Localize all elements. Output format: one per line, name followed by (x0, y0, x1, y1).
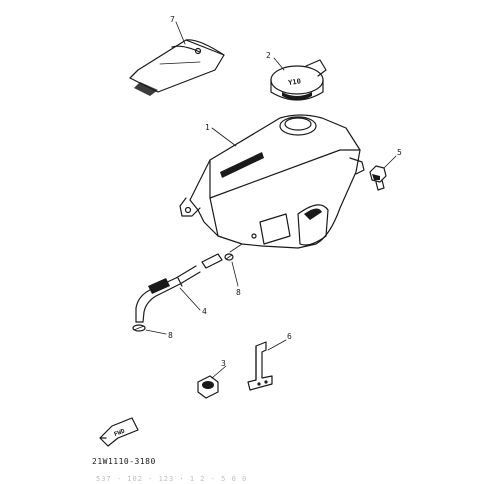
leader-line-6 (267, 339, 287, 351)
footer-faint-text: 537 - 102 · 123 · 1 2 · 5 0 0 (96, 475, 247, 483)
fwd-label: FWD (113, 427, 126, 438)
callout-8b: 8 (168, 331, 173, 340)
callout-3: 3 (221, 359, 226, 368)
callout-6: 6 (287, 332, 292, 341)
callout-7: 7 (170, 15, 175, 24)
cap-marking: Y10 (288, 77, 302, 87)
tank-part[interactable] (179, 114, 365, 253)
leader-line-3 (211, 365, 227, 379)
callout-8a: 8 (236, 288, 241, 297)
cap-part[interactable]: Y10 (270, 59, 327, 101)
leader-line-8b (145, 329, 167, 335)
leader-line-2 (273, 57, 285, 71)
forward-arrow-icon: FWD (99, 417, 139, 447)
leader-line-5 (383, 155, 397, 169)
callout-2: 2 (266, 51, 271, 60)
leader-line-4 (179, 287, 201, 311)
pad-part[interactable] (129, 39, 225, 96)
hose-part[interactable] (135, 253, 223, 323)
leader-line-8a (231, 261, 239, 287)
part-number: 21W1110-3180 (92, 457, 156, 466)
clip-lower-part[interactable] (132, 324, 146, 332)
grommet-part[interactable] (197, 375, 219, 399)
leader-line-1 (211, 127, 237, 147)
clip-upper-part[interactable] (224, 253, 234, 261)
bracket-part[interactable] (247, 341, 273, 391)
leader-line-7 (175, 21, 186, 45)
bolt-part[interactable] (369, 165, 387, 191)
callout-1: 1 (205, 123, 210, 132)
callout-4: 4 (202, 307, 207, 316)
callout-5: 5 (397, 148, 402, 157)
